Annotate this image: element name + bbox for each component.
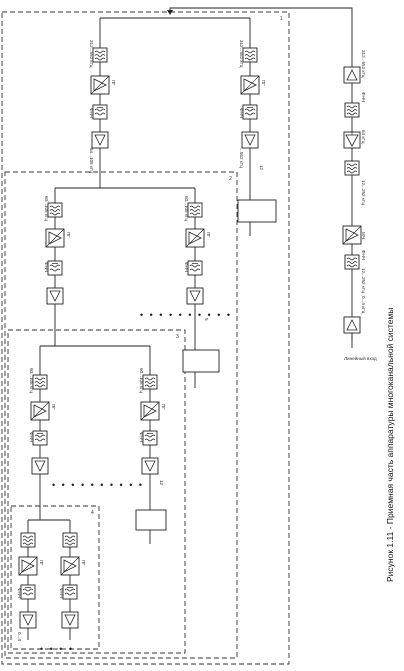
ch-label-3: 0...4 (17, 632, 22, 641)
group-box-2 (4, 171, 238, 659)
ter-label-2: ФНЧ (29, 432, 34, 442)
line-input-label-2: МЧ (361, 232, 366, 239)
top-feed-arrow (167, 10, 173, 15)
main-group-chain-left (90, 18, 110, 170)
sec-label-1: 60...108 кГц (44, 196, 49, 221)
secondary-group-demux-block (182, 349, 220, 373)
group-box-num-3: 3 (176, 334, 179, 340)
ch-label-5: ПГ (81, 560, 86, 566)
tertiary-group-chain-left (30, 340, 150, 500)
main-label-8: 312...552 кГц (239, 40, 244, 68)
channel-chain-right (60, 520, 80, 640)
sec-label-7: 5 (204, 318, 209, 321)
ter-label-3: ПГ (51, 404, 56, 410)
ter-label-7: 12 (159, 480, 164, 486)
right-label-4: 12...252 кГц (361, 180, 366, 205)
ch-label-4: ФНЧ (59, 588, 64, 598)
sec-label-6: ФНЧ (184, 262, 189, 272)
group-box-3 (7, 329, 186, 654)
ch-label-1: ФНЧ (17, 588, 22, 598)
main-label-2: ПГ (111, 80, 116, 86)
line-input-label-3: 0...4 кГц (361, 296, 366, 314)
right-label-3: 64 кГц (361, 130, 366, 144)
right-label-5: ФНЧ (361, 250, 366, 260)
sec-label-2: ПГ (66, 232, 71, 238)
main-label-4: 64...108 кГц (89, 148, 94, 173)
figure-caption: Рисунок 1.11 - Приемная часть аппаратуры… (385, 308, 395, 582)
top-feed-line (169, 7, 353, 55)
sec-label-5: ПГ (206, 232, 211, 238)
sec-label-4: 60...108 кГц (184, 196, 189, 221)
sec-label-3: ФНЧ (44, 262, 49, 272)
dots-level-4: • • • • (40, 644, 74, 654)
ter-label-6: ПГ (161, 404, 166, 410)
ter-label-4: 60...108 кГц (139, 368, 144, 393)
right-label-1: 312...552 кГц (361, 50, 366, 78)
main-label-5: 12 (259, 165, 264, 171)
group-box-num-4: 4 (91, 510, 94, 516)
secondary-group-chain-right (182, 188, 220, 388)
dots-level-2: • • • • • • • • • • (52, 480, 144, 490)
right-chain (342, 55, 362, 348)
dots-level-1: • • • • • • • • • • (140, 310, 232, 320)
ter-label-1: 60...108 кГц (29, 368, 34, 393)
group-box-4 (10, 505, 100, 650)
tertiary-group-chain-right (135, 346, 167, 544)
group-box-num-2: 2 (229, 176, 232, 182)
line-input-text: Линейный вход (344, 355, 377, 361)
main-label-6: ПГ (261, 80, 266, 86)
secondary-group-chain-left (45, 170, 195, 340)
main-group-chain-right (237, 18, 277, 236)
main-label-9: ...552 кГц (239, 148, 244, 168)
ch-label-2: ПГ (39, 560, 44, 566)
channel-chain-left (18, 500, 70, 640)
ter-label-5: ФНЧ (139, 432, 144, 442)
line-input-label-1: 12...252 кГц (361, 268, 366, 293)
main-group-demux-block (237, 199, 277, 223)
main-label-3: ФНЧ (89, 108, 94, 118)
right-label-2: ФНЧ (361, 92, 366, 102)
group-box-num-1: 1 (280, 16, 283, 22)
main-label-7: ФНЧ (239, 108, 244, 118)
tertiary-group-demux-block (135, 509, 167, 531)
main-label-1: 312...552 кГц (89, 40, 94, 68)
group-box-1 (1, 11, 290, 665)
